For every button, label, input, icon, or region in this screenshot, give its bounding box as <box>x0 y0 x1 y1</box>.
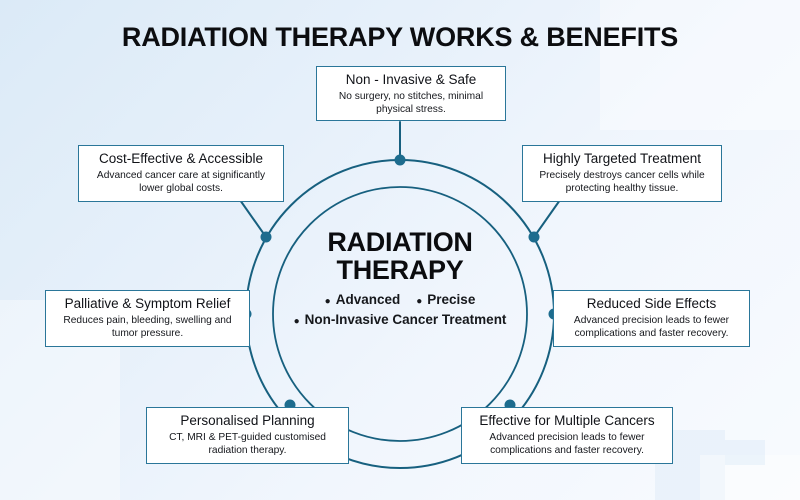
connector-highly-targeted-treatment <box>533 199 561 238</box>
page-title: RADIATION THERAPY WORKS & BENEFITS <box>121 22 679 52</box>
card-title: Personalised Planning <box>180 413 315 428</box>
card-title: Cost-Effective & Accessible <box>98 151 264 166</box>
card-description: CT, MRI & PET-guided customised radiatio… <box>169 432 326 457</box>
card-description: Precisely destroys cancer cells while pr… <box>539 170 705 195</box>
card-personalised-planning[interactable]: Personalised Planning CT, MRI & PET-guid… <box>146 407 349 464</box>
card-description: Advanced precision leads to fewer compli… <box>489 432 645 457</box>
hub-node-highly-targeted-treatment <box>528 231 540 243</box>
card-title: Palliative & Symptom Relief <box>64 296 231 311</box>
card-reduced-side-effects[interactable]: Reduced Side Effects Advanced precision … <box>553 290 750 347</box>
card-description: Advanced precision leads to fewer compli… <box>573 315 730 340</box>
card-highly-targeted-treatment[interactable]: Highly Targeted Treatment Precisely dest… <box>522 145 722 202</box>
card-palliative-symptom-relief[interactable]: Palliative & Symptom Relief Reduces pain… <box>45 290 250 347</box>
card-cost-effective-accessible[interactable]: Cost-Effective & Accessible Advanced can… <box>78 145 284 202</box>
connector-cost-effective-accessible <box>239 199 267 238</box>
inner-ring <box>272 186 528 442</box>
card-effective-multiple-cancers[interactable]: Effective for Multiple Cancers Advanced … <box>461 407 673 464</box>
card-title: Reduced Side Effects <box>586 296 717 311</box>
card-title: Highly Targeted Treatment <box>542 151 702 166</box>
card-description: Reduces pain, bleeding, swelling and tum… <box>63 315 232 340</box>
card-title: Effective for Multiple Cancers <box>479 413 655 428</box>
hub-node-non-invasive-safe <box>394 154 406 166</box>
card-description: No surgery, no stitches, minimal physica… <box>338 91 484 116</box>
card-title: Non - Invasive & Safe <box>345 72 477 87</box>
card-description: Advanced cancer care at significantly lo… <box>96 170 266 195</box>
hub-node-cost-effective-accessible <box>260 231 272 243</box>
card-non-invasive-safe[interactable]: Non - Invasive & Safe No surgery, no sti… <box>316 66 506 121</box>
